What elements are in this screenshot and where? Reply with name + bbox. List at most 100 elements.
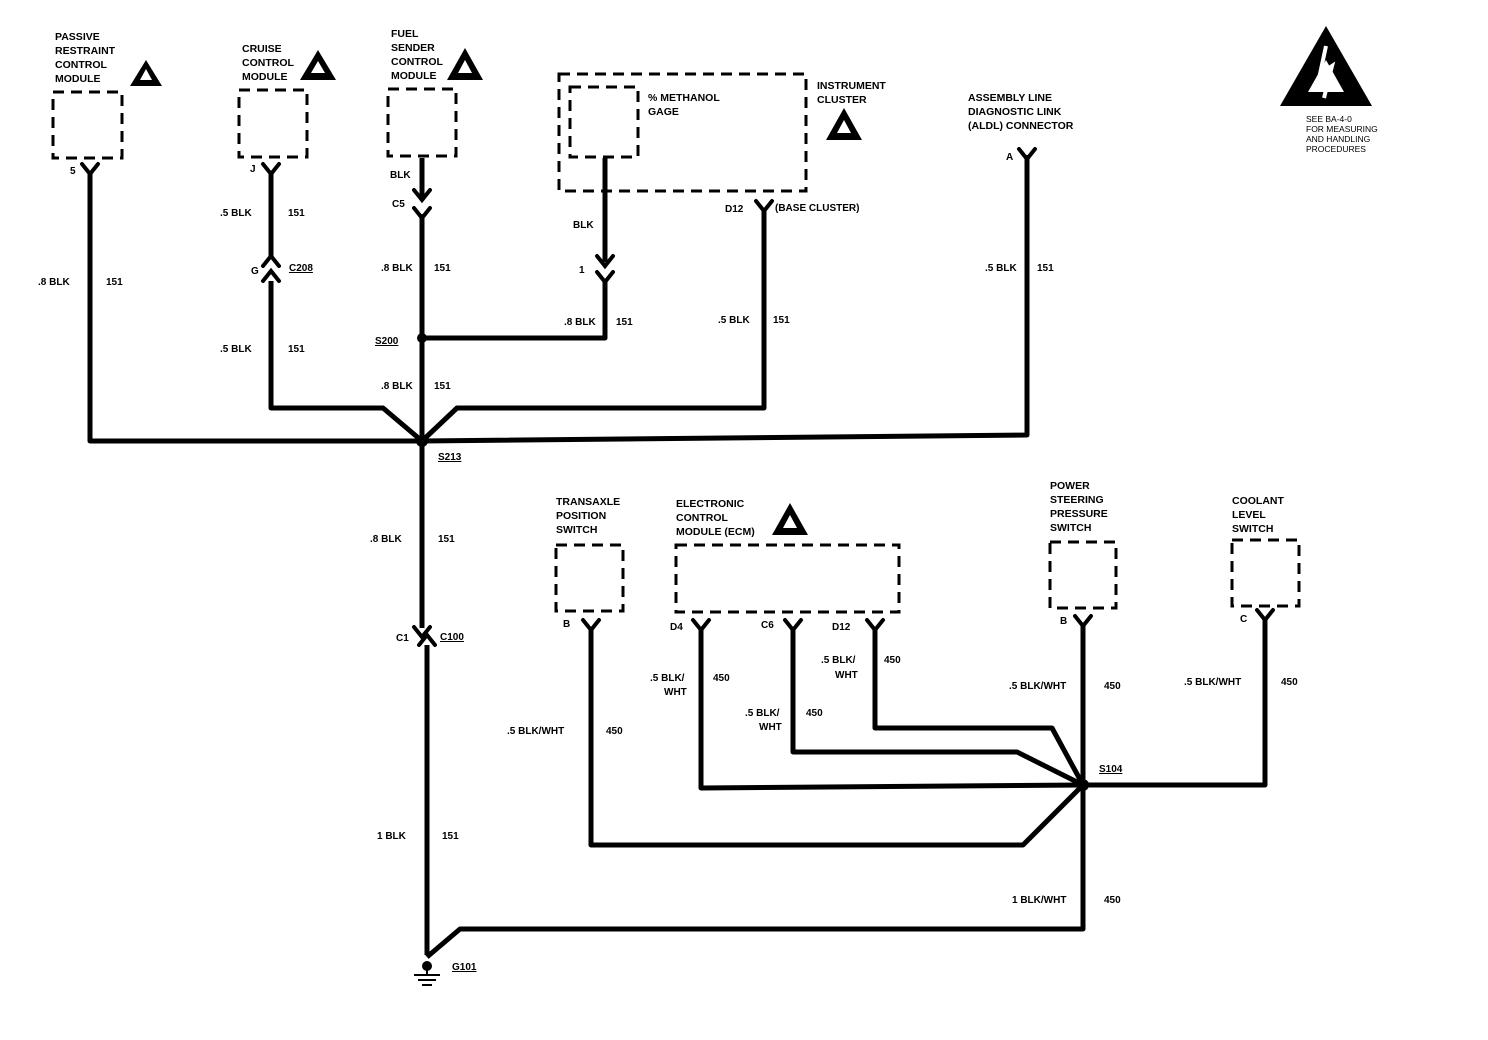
splices: [416, 333, 1089, 971]
wire-size-label: .5 BLK/WHT: [507, 726, 564, 737]
pin-label-g: G: [251, 266, 259, 277]
wiring: [87, 155, 1268, 959]
pin-cluster-d12: [754, 199, 774, 215]
connector-label-c100: C100: [440, 632, 464, 643]
wire-prcm: [87, 172, 422, 444]
ecm-label-1: ELECTRONIC: [676, 498, 745, 510]
circuit-label: 151: [288, 344, 305, 355]
wire-labels: .8 BLK 151 .5 BLK 151 .5 BLK 151 .8 BLK …: [38, 208, 1298, 906]
aldl-connector: ASSEMBLY LINE DIAGNOSTIC LINK (ALDL) CON…: [968, 92, 1074, 132]
esd-warning-icon: [826, 108, 862, 140]
circuit-label: 151: [434, 263, 451, 274]
circuit-label: 450: [806, 708, 823, 719]
methanol-gage-label-1: % METHANOL: [648, 92, 720, 104]
pin-label-fscm-blk: BLK: [390, 170, 411, 181]
tps-label-3: SWITCH: [556, 524, 597, 536]
pin-label-aldl: A: [1006, 152, 1013, 163]
psps-label-2: STEERING: [1050, 494, 1104, 506]
ecm-label-3: MODULE (ECM): [676, 526, 755, 538]
transaxle-position-switch: TRANSAXLE POSITION SWITCH: [554, 496, 625, 613]
tps-label-1: TRANSAXLE: [556, 496, 620, 508]
pin-aldl-a: [1017, 147, 1037, 163]
aldl-label-1: ASSEMBLY LINE: [968, 92, 1052, 104]
esd-note: SEE BA-4-0 FOR MEASURING AND HANDLING PR…: [1306, 114, 1378, 154]
power-steering-pressure-switch: POWER STEERING PRESSURE SWITCH: [1048, 480, 1118, 610]
circuit-label: 450: [884, 655, 901, 666]
wire-size-label: WHT: [759, 722, 782, 733]
wire-ccm-lower: [268, 281, 424, 443]
base-cluster-note: (BASE CLUSTER): [775, 203, 859, 214]
pin-label-cls: C: [1240, 614, 1247, 625]
arrow-fscm: [412, 188, 432, 204]
circuit-label: 450: [1104, 681, 1121, 692]
wire-size-label: .8 BLK: [381, 381, 413, 392]
splice-s200: [417, 333, 427, 343]
psps-label-4: SWITCH: [1050, 522, 1091, 534]
cluster-label-1: INSTRUMENT: [817, 80, 886, 92]
ecm-label-2: CONTROL: [676, 512, 728, 524]
splice-label-s104: S104: [1099, 764, 1123, 775]
psps-label-3: PRESSURE: [1050, 508, 1108, 520]
wire-tps: [588, 628, 1085, 848]
circuit-label: 450: [606, 726, 623, 737]
wire-ecm-d12: [872, 628, 1086, 787]
pin-cls-c: [1255, 608, 1275, 624]
wire-size-label: .8 BLK: [38, 277, 70, 288]
circuit-label: 151: [106, 277, 123, 288]
electronic-control-module: ELECTRONIC CONTROL MODULE (ECM): [674, 498, 901, 614]
pin-ecm-c6: [783, 618, 803, 634]
wire-size-label: .8 BLK: [370, 534, 402, 545]
circuit-label: 450: [713, 673, 730, 684]
wire-size-label: 1 BLK/WHT: [1012, 895, 1066, 906]
wire-size-label: .5 BLK: [985, 263, 1017, 274]
connector-label-c208: C208: [289, 263, 313, 274]
cls-label-3: SWITCH: [1232, 523, 1273, 535]
wire-size-label: WHT: [835, 670, 858, 681]
connector-c208-bottom: [261, 267, 281, 283]
wire-cls: [1083, 620, 1268, 788]
wire-s104-g101: [425, 785, 1086, 959]
fscm-label-1: FUEL: [391, 28, 419, 40]
coolant-level-switch: COOLANT LEVEL SWITCH: [1230, 495, 1301, 608]
esd-note-line-2: FOR MEASURING: [1306, 124, 1378, 134]
arrow-meth: [595, 254, 615, 270]
circuit-label: 151: [616, 317, 633, 328]
circuit-label: 450: [1104, 895, 1121, 906]
esd-warning-icon: [130, 60, 162, 86]
wire-size-label: .8 BLK: [381, 263, 413, 274]
pin-label-ecm-d12: D12: [832, 622, 851, 633]
pin-label-prcm: 5: [70, 166, 76, 177]
pin-psps-b: [1073, 614, 1093, 630]
pin-label-ecm-c6: C6: [761, 620, 774, 631]
wire-ecm-d4: [698, 628, 1084, 791]
splice-label-s213: S213: [438, 452, 462, 463]
esd-warning-icon: [772, 503, 808, 535]
fscm-label-3: CONTROL: [391, 56, 443, 68]
pin-label-tps: B: [563, 619, 570, 630]
connector-c100-bottom: [417, 631, 437, 647]
esd-note-line-3: AND HANDLING: [1306, 134, 1370, 144]
circuit-label: 151: [1037, 263, 1054, 274]
wire-size-label: .5 BLK/WHT: [1184, 677, 1241, 688]
wire-ecm-c6: [790, 628, 1085, 788]
pin-label-psps: B: [1060, 616, 1067, 627]
prcm-label-1: PASSIVE: [55, 31, 100, 43]
wire-size-label: 1 BLK: [377, 831, 407, 842]
circuit-label: 151: [288, 208, 305, 219]
psps-label-1: POWER: [1050, 480, 1090, 492]
prcm-label-2: RESTRAINT: [55, 45, 116, 57]
wire-cluster: [420, 210, 767, 443]
splice-label-s200: S200: [375, 336, 399, 347]
cls-label-1: COOLANT: [1232, 495, 1284, 507]
pin-ecm-d4: [691, 618, 711, 634]
wire-size-label: .8 BLK: [564, 317, 596, 328]
ccm-label-3: MODULE: [242, 71, 288, 83]
circuit-label: 151: [773, 315, 790, 326]
wire-aldl: [421, 155, 1030, 444]
splice-s104: [1077, 779, 1089, 791]
pin-tps-b: [581, 618, 601, 634]
circuit-label: 151: [434, 381, 451, 392]
passive-restraint-control-module: PASSIVE RESTRAINT CONTROL MODULE: [51, 31, 124, 160]
wire-size-label: .5 BLK: [220, 344, 252, 355]
